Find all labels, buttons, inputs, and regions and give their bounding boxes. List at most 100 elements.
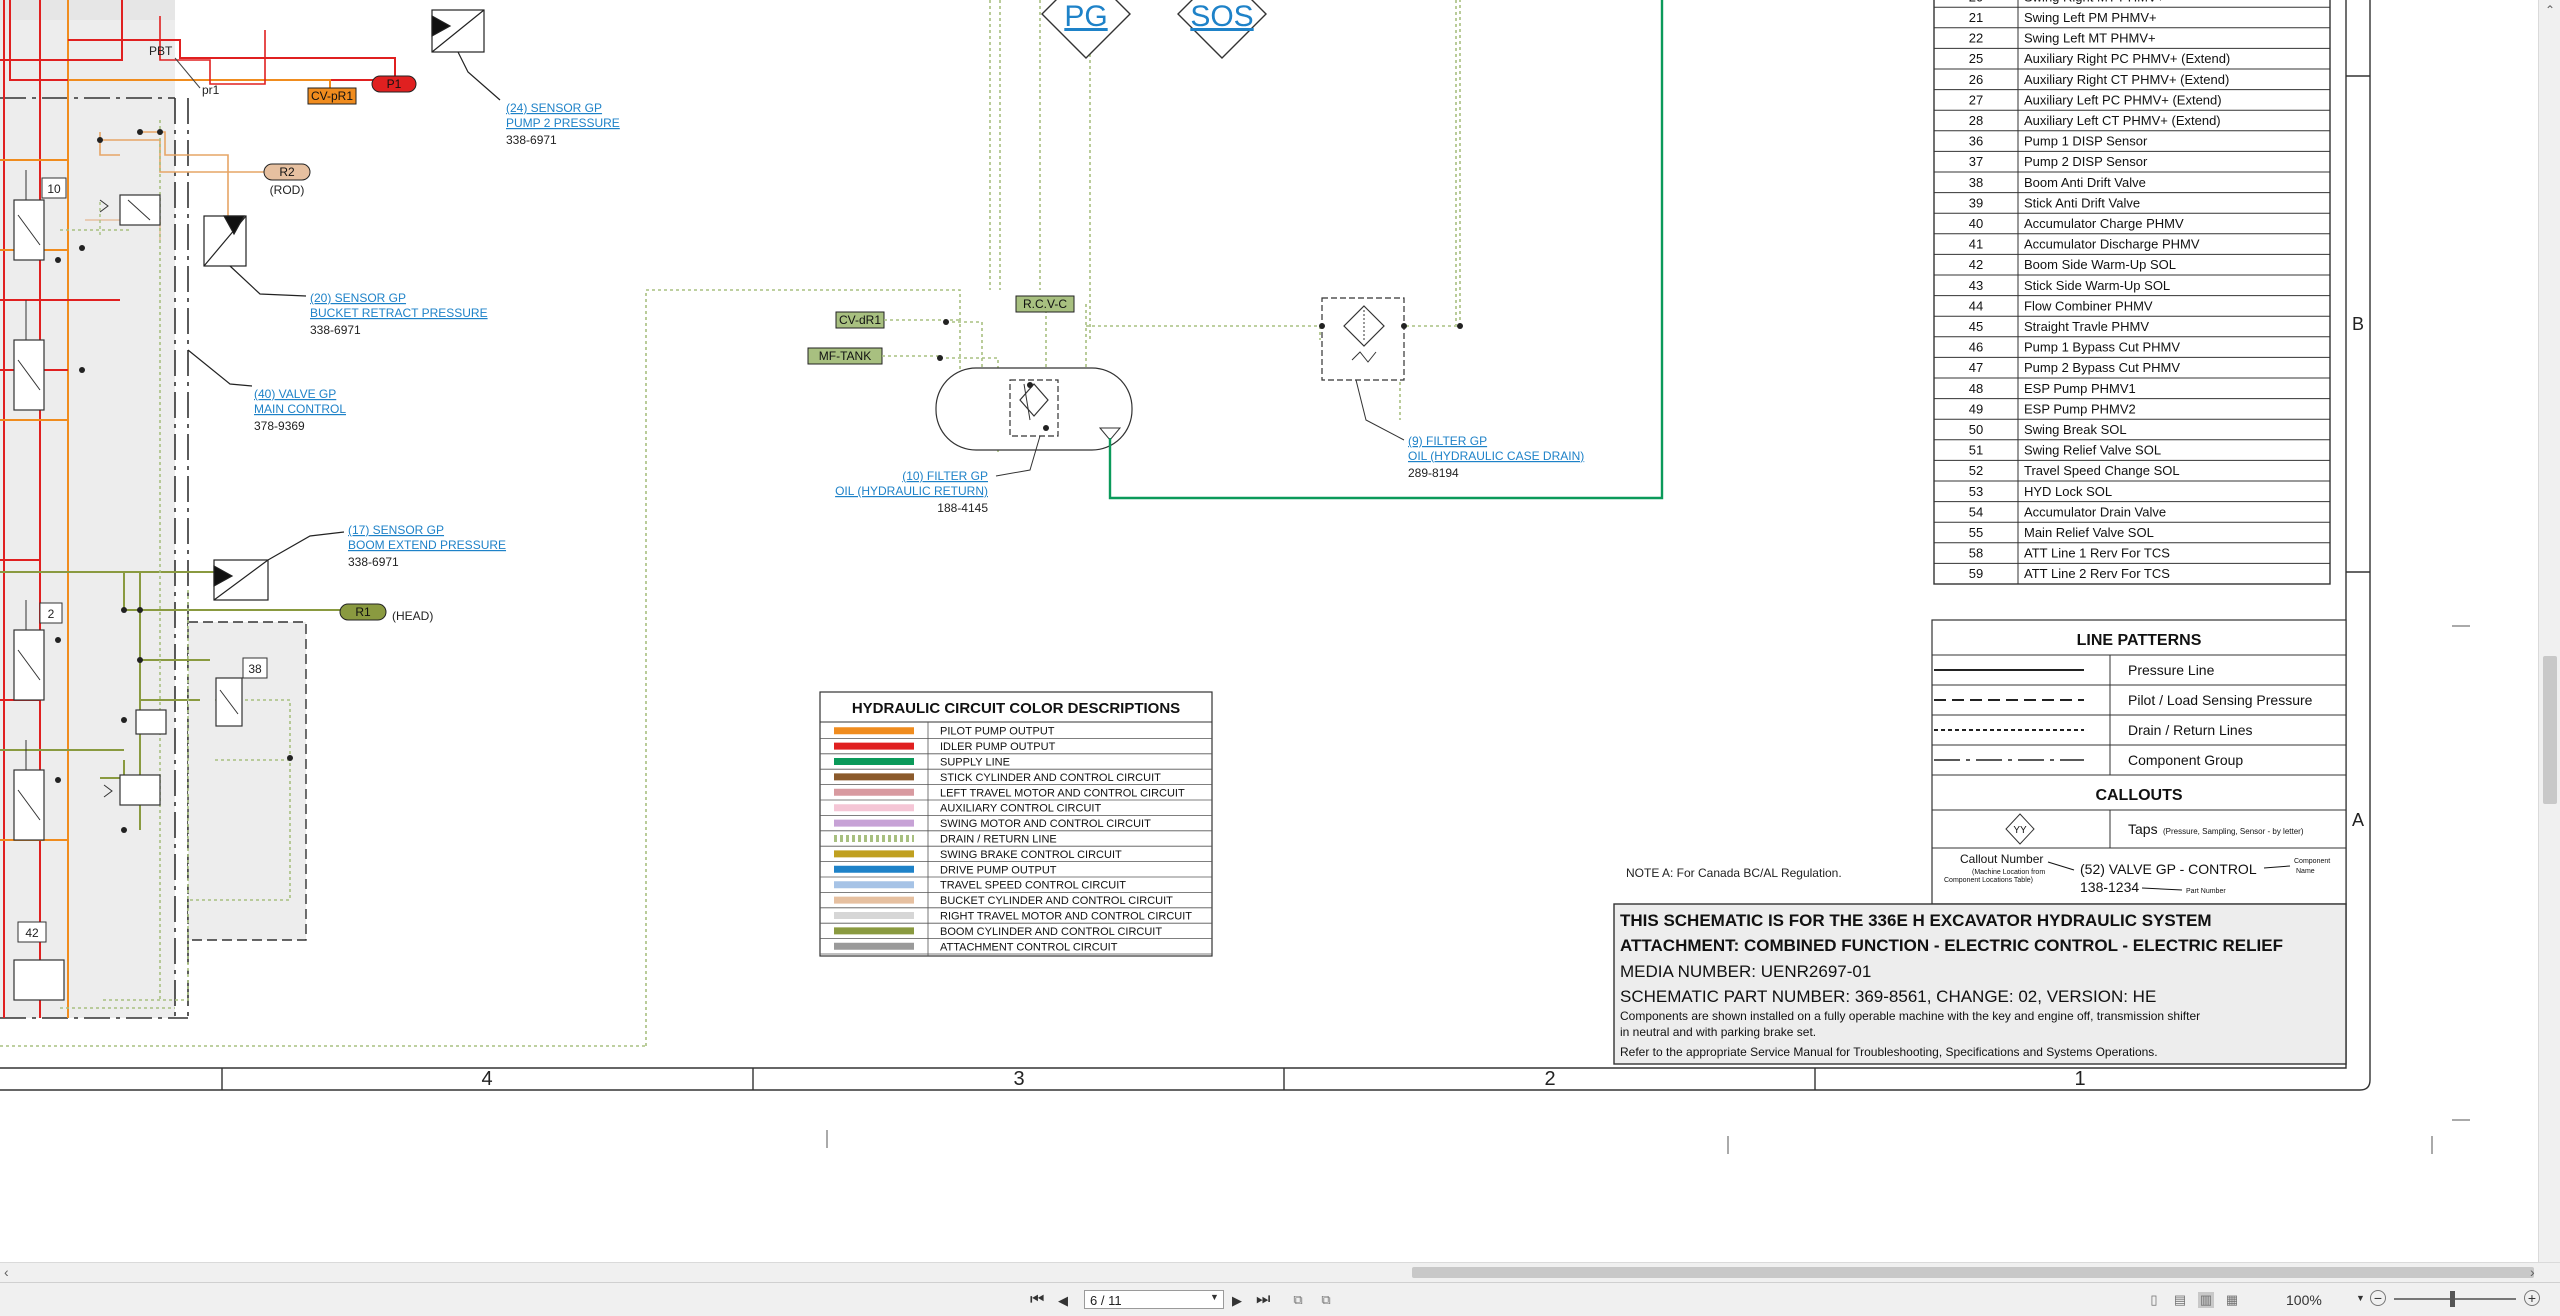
pbt-label: PBT <box>149 44 173 58</box>
component-label-1: Component <box>2294 858 2330 865</box>
callout-24[interactable]: (24) SENSOR GP PUMP 2 PRESSURE 338-6971 <box>506 101 620 147</box>
next-page-icon[interactable]: ▶ <box>1232 1293 1242 1308</box>
single-page-icon[interactable]: ▯ <box>2150 1292 2158 1307</box>
two-page-icon[interactable]: ▥ <box>2198 1292 2214 1308</box>
svg-text:SOS[interactable]: SOS <box>1190 0 1253 33</box>
title-line-1: THIS SCHEMATIC IS FOR THE 336E H EXCAVAT… <box>1620 911 2212 930</box>
mf-tank-label: MF-TANK <box>819 349 871 363</box>
scroll-left-icon[interactable]: ‹ <box>4 1264 9 1280</box>
r1-tag <box>339 603 387 621</box>
document-viewport[interactable]: 10 2 38 42 PBT pr1 CV-pR1 P1 R2 (ROD) R1… <box>0 0 2538 1262</box>
color-legend-row: BOOM CYLINDER AND CONTROL CIRCUIT <box>820 926 1212 939</box>
component-description: Swing Relief Valve SOL <box>2024 443 2161 458</box>
component-number: 27 <box>1969 92 1983 107</box>
zoom-out-icon[interactable]: − <box>2370 1290 2386 1306</box>
callout-20[interactable]: (20) SENSOR GP BUCKET RETRACT PRESSURE 3… <box>310 291 488 337</box>
tag-42: 42 <box>25 926 39 940</box>
component-label-2: Name <box>2296 868 2315 875</box>
svg-text:PUMP 2 PRESSURE[interactable]: PUMP 2 PRESSURE <box>506 116 620 130</box>
component-description: Pump 1 Bypass Cut PHMV <box>2024 340 2180 355</box>
color-legend-row: AUXILIARY CONTROL CIRCUIT <box>820 803 1212 816</box>
svg-text:(20) SENSOR GP[interactable]: (20) SENSOR GP <box>310 291 406 305</box>
zoom-in-icon[interactable]: + <box>2524 1290 2540 1306</box>
color-legend-label: STICK CYLINDER AND CONTROL CIRCUIT <box>940 772 1161 784</box>
callout-10[interactable]: (10) FILTER GP OIL (HYDRAULIC RETURN) 18… <box>835 469 988 515</box>
zoom-slider-thumb[interactable] <box>2450 1291 2455 1307</box>
svg-text:BOOM EXTEND PRESSURE[interactable]: BOOM EXTEND PRESSURE <box>348 538 506 552</box>
svg-text:(10) FILTER GP[interactable]: (10) FILTER GP <box>902 469 988 483</box>
svg-text:PG[interactable]: PG <box>1064 0 1107 33</box>
component-number: 53 <box>1969 484 1983 499</box>
fit-width-icon[interactable]: ⧉ <box>1321 1292 1331 1307</box>
svg-text:(24) SENSOR GP[interactable]: (24) SENSOR GP <box>506 101 602 115</box>
color-legend-label: RIGHT TRAVEL MOTOR AND CONTROL CIRCUIT <box>940 911 1192 923</box>
vertical-scroll-thumb[interactable] <box>2543 656 2557 804</box>
component-description: Pump 2 Bypass Cut PHMV <box>2024 360 2180 375</box>
scroll-up-icon[interactable]: ⌃ <box>2544 3 2556 17</box>
pattern-label-2: Drain / Return Lines <box>2128 722 2253 738</box>
sos-port[interactable]: SOS <box>1177 0 1267 59</box>
component-number: 20 <box>1969 0 1983 4</box>
component-number: 54 <box>1969 504 1983 519</box>
scroll-right-icon[interactable]: › <box>2530 1264 2535 1280</box>
svg-text:(17) SENSOR GP[interactable]: (17) SENSOR GP <box>348 523 444 537</box>
pr1-label: pr1 <box>202 83 220 97</box>
svg-text:OIL (HYDRAULIC RETURN)[interactable]: OIL (HYDRAULIC RETURN) <box>835 484 988 498</box>
zoom-dropdown-icon[interactable]: ▼ <box>2356 1293 2365 1303</box>
fit-page-icon[interactable]: ⧉ <box>1293 1292 1303 1307</box>
component-description: Auxiliary Left CT PHMV+ (Extend) <box>2024 113 2221 128</box>
component-number: 36 <box>1969 134 1983 149</box>
cv-pr1-tag <box>307 87 357 105</box>
component-number: 43 <box>1969 278 1983 293</box>
component-description: ATT Line 1 Rerv For TCS <box>2024 546 2170 561</box>
component-table-row: 46 Pump 1 Bypass Cut PHMV <box>1934 340 2330 358</box>
rod-label: (ROD) <box>270 183 305 197</box>
callout-9[interactable]: (9) FILTER GP OIL (HYDRAULIC CASE DRAIN)… <box>1408 434 1584 480</box>
callouts-title: CALLOUTS <box>2095 787 2182 804</box>
page-dropdown-icon[interactable]: ▼ <box>1210 1292 1219 1302</box>
color-legend-label: BUCKET CYLINDER AND CONTROL CIRCUIT <box>940 895 1173 907</box>
component-number: 38 <box>1969 175 1983 190</box>
vertical-scrollbar[interactable]: ⌃ <box>2538 0 2560 1262</box>
component-number: 46 <box>1969 340 1983 355</box>
svg-text:(9) FILTER GP[interactable]: (9) FILTER GP <box>1408 434 1487 448</box>
p1-label: P1 <box>387 77 402 91</box>
continuous-icon[interactable]: ▤ <box>2173 1292 2187 1307</box>
svg-text:BUCKET RETRACT PRESSURE[interactable]: BUCKET RETRACT PRESSURE <box>310 306 488 320</box>
horizontal-scrollbar[interactable]: ‹ › <box>0 1262 2560 1282</box>
horizontal-scroll-thumb[interactable] <box>1412 1267 2534 1278</box>
svg-text:(40) VALVE GP[interactable]: (40) VALVE GP <box>254 387 336 401</box>
callout-40[interactable]: (40) VALVE GP MAIN CONTROL 378-9369 <box>254 387 346 433</box>
component-number: 26 <box>1969 72 1983 87</box>
zone-col-3: 3 <box>1013 1068 1024 1090</box>
pattern-label-0: Pressure Line <box>2128 662 2215 678</box>
zoom-level[interactable]: 100% <box>2286 1292 2322 1308</box>
svg-text:MAIN CONTROL[interactable]: MAIN CONTROL <box>254 402 346 416</box>
cv-pr1-label: CV-pR1 <box>311 89 353 103</box>
component-description: HYD Lock SOL <box>2024 484 2112 499</box>
first-page-icon[interactable]: ⏮ <box>1030 1291 1045 1308</box>
svg-text:289-8194: 289-8194 <box>1408 466 1459 480</box>
two-page-continuous-icon[interactable]: ▦ <box>2225 1292 2239 1307</box>
callout-17[interactable]: (17) SENSOR GP BOOM EXTEND PRESSURE 338-… <box>348 523 506 569</box>
part-number-label: Part Number <box>2186 888 2226 895</box>
tag-10: 10 <box>47 182 61 196</box>
zoom-slider-track[interactable] <box>2394 1298 2516 1300</box>
last-page-icon[interactable]: ⏭ <box>1256 1291 1271 1308</box>
zone-col-4: 4 <box>481 1068 492 1090</box>
page-number-input[interactable]: 6 / 11 <box>1084 1290 1224 1309</box>
pg-port[interactable]: PG <box>1041 0 1131 59</box>
crop-marks <box>826 625 2470 1154</box>
svg-text:OIL (HYDRAULIC CASE DRAIN)[interactable]: OIL (HYDRAULIC CASE DRAIN) <box>1408 449 1584 463</box>
component-description: Pump 2 DISP Sensor <box>2024 154 2148 169</box>
previous-page-icon[interactable]: ◀ <box>1058 1293 1068 1308</box>
